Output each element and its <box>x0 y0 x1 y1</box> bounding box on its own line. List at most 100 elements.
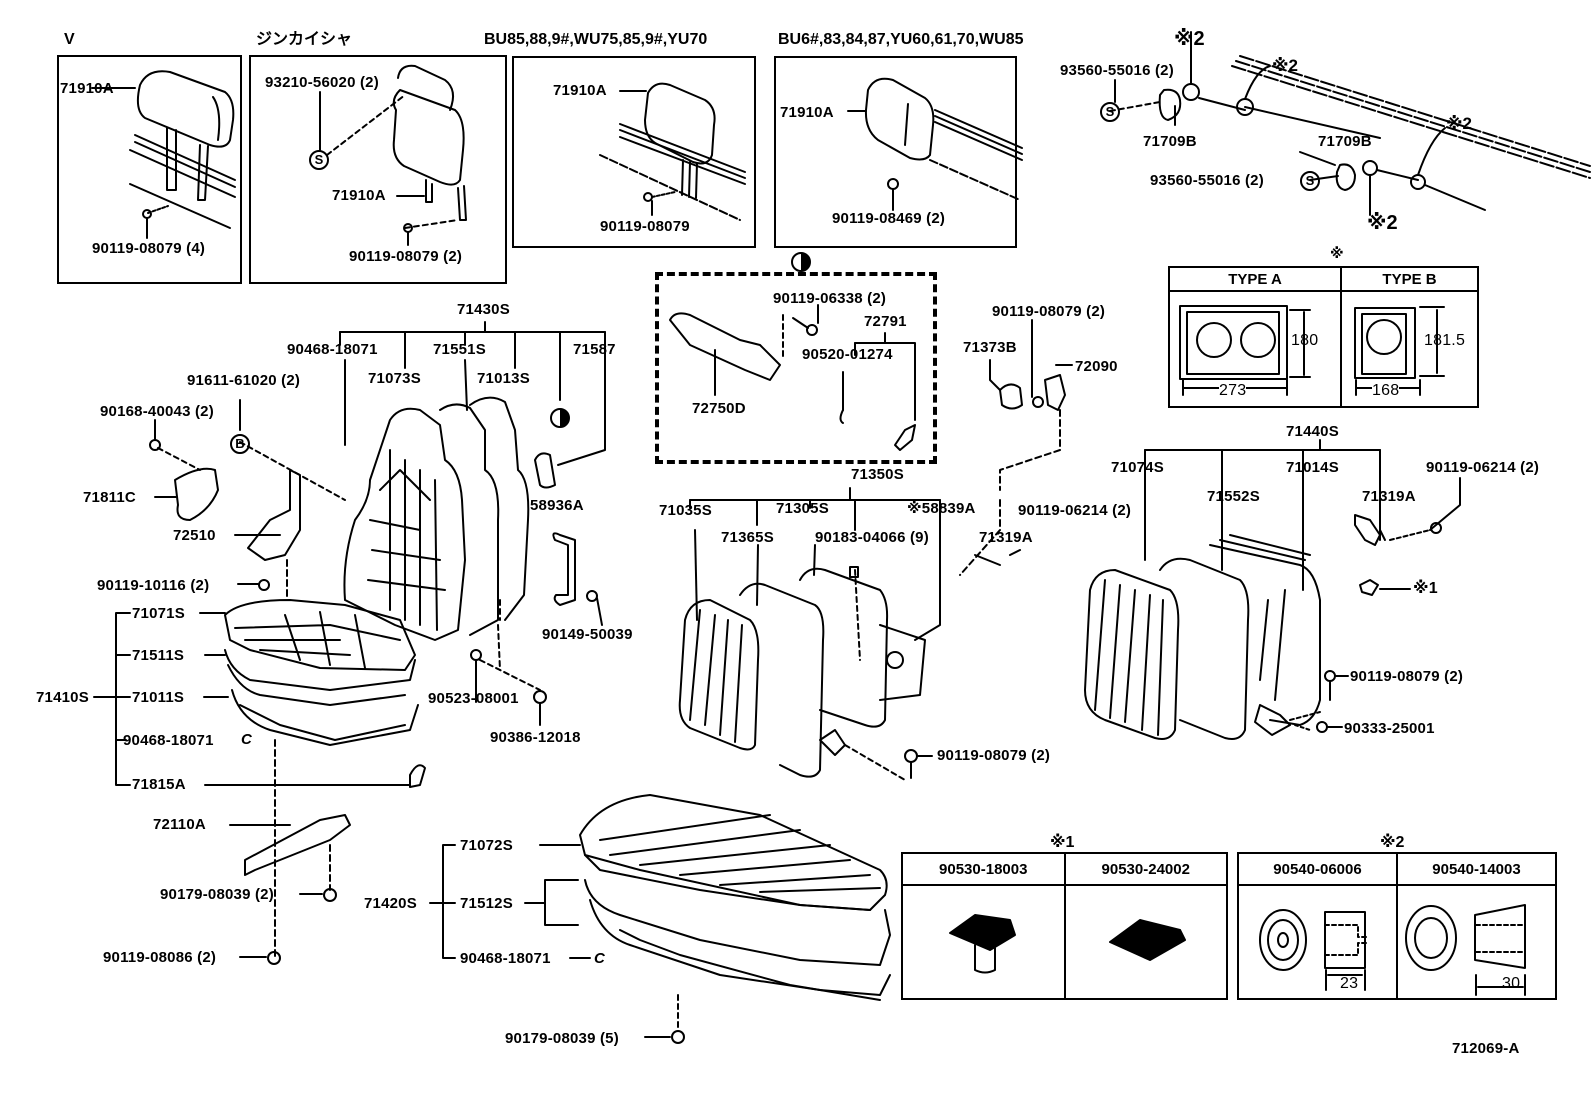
part-label[interactable]: 72791 <box>864 313 907 330</box>
part-label[interactable]: 71512S <box>460 895 513 912</box>
front-seat-back-drawing <box>149 321 606 641</box>
part-label[interactable]: 90179-08039 (5) <box>505 1030 619 1047</box>
part-label[interactable]: 90386-12018 <box>490 729 581 746</box>
part-label[interactable]: 71910A <box>60 80 114 97</box>
part-label[interactable]: 71319A <box>1362 488 1416 505</box>
part-label[interactable]: 71709B <box>1143 133 1197 150</box>
part-label[interactable]: 58936A <box>530 497 584 514</box>
variant-header-v: V <box>64 31 75 48</box>
lock-box-drawing <box>669 304 916 451</box>
part-label[interactable]: 71035S <box>659 502 712 519</box>
mark2-col-0[interactable]: 90540-06006 <box>1237 852 1398 886</box>
assembly-label[interactable]: 71430S <box>457 301 510 318</box>
part-label[interactable]: 90119-06214 (2) <box>1426 459 1540 476</box>
assembly-label[interactable]: 71410S <box>36 689 89 706</box>
part-label[interactable]: 91611-61020 (2) <box>187 372 301 389</box>
front-seat-cushion-drawing <box>93 599 547 965</box>
reference-mark: ※1 <box>1050 834 1075 851</box>
part-label[interactable]: 90333-25001 <box>1344 720 1435 737</box>
part-label[interactable]: 90119-08469 (2) <box>832 210 946 227</box>
part-label[interactable]: 71815A <box>132 776 186 793</box>
part-label[interactable]: 90119-06338 (2) <box>773 290 887 307</box>
part-label[interactable]: 71013S <box>477 370 530 387</box>
half-circle-symbol-icon <box>791 252 811 272</box>
mark1-cell <box>1063 884 1228 1000</box>
dimension-label: 30 <box>1502 975 1521 992</box>
hog-ring-symbol: C <box>241 731 253 748</box>
dimension-label: 23 <box>1340 975 1359 992</box>
part-label[interactable]: 93210-56020 (2) <box>265 74 379 91</box>
part-label[interactable]: 90179-08039 (2) <box>160 886 274 903</box>
headrest-v-drawing <box>91 70 236 239</box>
hinge-drawing <box>1109 31 1591 216</box>
reference-mark: ※2 <box>1446 114 1472 133</box>
part-label[interactable]: 90468-18071 <box>460 950 551 967</box>
lock-assembly-box <box>655 272 937 464</box>
mark2-table: 90540-06006 90540-14003 <box>1237 852 1557 1000</box>
mark1-col-0[interactable]: 90530-18003 <box>901 852 1066 886</box>
part-label[interactable]: 71511S <box>132 647 185 664</box>
reference-mark: ※2 <box>1174 28 1205 50</box>
part-label[interactable]: 71319A <box>979 529 1033 546</box>
part-label[interactable]: 90119-08079 (2) <box>937 747 1051 764</box>
type-b-height: 181.5 <box>1424 332 1466 349</box>
part-label[interactable]: 90119-08079 <box>600 218 690 235</box>
assembly-label[interactable]: 71420S <box>364 895 417 912</box>
part-label[interactable]: 71910A <box>553 82 607 99</box>
part-label[interactable]: 71811C <box>83 489 136 506</box>
part-label[interactable]: 71074S <box>1111 459 1164 476</box>
part-label[interactable]: 90183-04066 (9) <box>815 529 929 546</box>
part-label[interactable]: 71071S <box>132 605 185 622</box>
part-label[interactable]: 71011S <box>132 689 185 706</box>
part-label[interactable]: 90119-08079 (2) <box>349 248 463 265</box>
part-label[interactable]: 71365S <box>721 529 774 546</box>
part-label[interactable]: 90119-08086 (2) <box>103 949 217 966</box>
part-label[interactable]: 90119-10116 (2) <box>97 577 210 594</box>
part-label[interactable]: 71587 <box>573 341 616 358</box>
part-label[interactable]: 71910A <box>332 187 386 204</box>
part-label[interactable]: 71305S <box>776 500 829 517</box>
reference-mark: ※2 <box>1272 56 1298 75</box>
part-label[interactable]: 71373B <box>963 339 1017 356</box>
headrest-bu85-box <box>512 56 756 248</box>
part-label[interactable]: 90119-08079 (4) <box>92 240 206 257</box>
part-label[interactable]: 90119-08079 (2) <box>992 303 1106 320</box>
type-a-cell <box>1168 290 1342 408</box>
part-label[interactable]: 90520-01274 <box>802 346 893 363</box>
type-a-header: TYPE A <box>1168 266 1342 292</box>
part-label[interactable]: 90119-06214 (2) <box>1018 502 1132 519</box>
part-label[interactable]: 90168-40043 (2) <box>100 403 214 420</box>
part-label[interactable]: 93560-55016 (2) <box>1060 62 1174 79</box>
part-label[interactable]: 90523-08001 <box>428 690 519 707</box>
mark1-cell <box>901 884 1066 1000</box>
assembly-label[interactable]: 71350S <box>851 466 904 483</box>
part-label[interactable]: 90119-08079 (2) <box>1350 668 1464 685</box>
part-label[interactable]: 93560-55016 (2) <box>1150 172 1264 189</box>
part-label[interactable]: 71014S <box>1286 459 1339 476</box>
part-label[interactable]: 71552S <box>1207 488 1260 505</box>
assembly-label[interactable]: 71440S <box>1286 423 1339 440</box>
headrest-bu6-box <box>774 56 1017 248</box>
rear-seat-cushion-drawing <box>429 794 891 1044</box>
part-label[interactable]: 71551S <box>433 341 486 358</box>
mark1-table: 90530-18003 90530-24002 <box>901 852 1228 1000</box>
part-label[interactable]: 90468-18071 <box>123 732 214 749</box>
part-label[interactable]: 71910A <box>780 104 834 121</box>
part-label[interactable]: 71709B <box>1318 133 1372 150</box>
part-label[interactable]: 90468-18071 <box>287 341 378 358</box>
b-symbol-icon: B <box>230 434 250 454</box>
part-label[interactable]: ※58839A <box>907 500 976 517</box>
part-label[interactable]: 72750D <box>692 400 746 417</box>
part-label[interactable]: 72090 <box>1075 358 1118 375</box>
mark2-col-1[interactable]: 90540-14003 <box>1396 852 1557 886</box>
s-symbol-icon: S <box>309 150 329 170</box>
mark1-col-1[interactable]: 90530-24002 <box>1063 852 1228 886</box>
lock-hinge-drawing <box>989 319 1073 491</box>
part-label[interactable]: 71072S <box>460 837 513 854</box>
s-symbol-icon: S <box>1100 102 1120 122</box>
part-label[interactable]: 71073S <box>368 370 421 387</box>
part-label[interactable]: 90149-50039 <box>542 626 633 643</box>
part-label[interactable]: 72110A <box>153 816 206 833</box>
reference-mark: ※ <box>1330 245 1344 261</box>
part-label[interactable]: 72510 <box>173 527 216 544</box>
